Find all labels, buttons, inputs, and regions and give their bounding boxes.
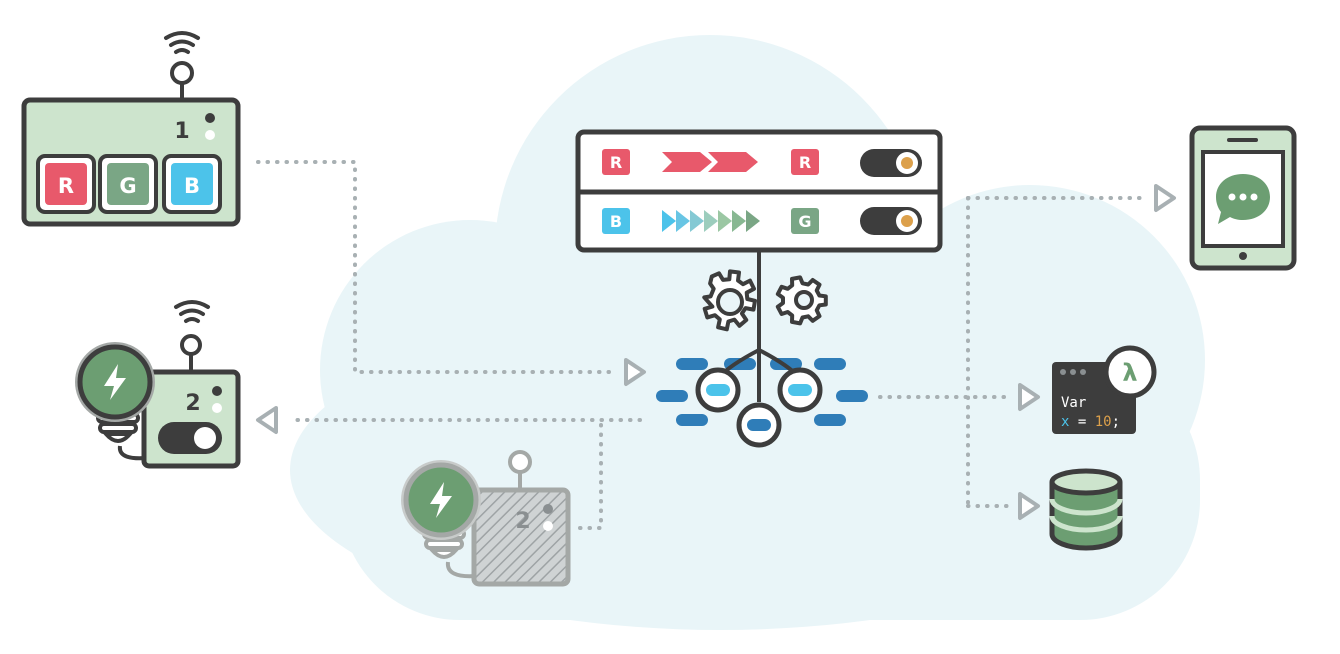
rule-target-label: G [798,212,811,231]
status-led [205,113,215,123]
arrow-right-icon [1018,383,1040,411]
light-bulb [75,342,155,443]
wifi-icon [174,300,210,323]
rule-source-badge [602,208,630,234]
connector-shadow-to-hub [578,418,603,530]
lightning-icon [104,364,126,400]
flow-arrows [662,210,760,232]
rgb-button-b[interactable]: B [162,154,222,214]
button-label: B [184,174,200,198]
status-led [543,521,553,531]
light-bulb [401,460,481,559]
toggle-switch[interactable] [158,422,222,454]
code-end: ; [1112,414,1120,430]
rule-target-badge [791,208,819,234]
status-led [543,504,553,514]
rule-toggle[interactable] [860,207,922,235]
hub-node [777,367,823,413]
device-2: 2 [75,300,241,469]
arrow-left-icon [256,406,278,434]
rgb-button-r[interactable]: R [36,154,96,214]
hub-node [695,367,741,413]
flow-arrows [662,152,758,172]
lamp-cord [117,445,147,461]
code-line-1: Var [1061,395,1086,411]
device-number: 1 [174,119,189,144]
rules-engine-panel: R R B [575,129,943,282]
rule-row-1: R R [602,149,922,177]
button-fill [45,163,87,205]
connector-device1-to-hub [256,160,620,374]
rule-source-badge [602,149,630,175]
connectors [256,160,1150,530]
code-var: x [1061,414,1069,430]
wifi-icon [164,31,200,54]
tablet-device[interactable] [1189,125,1297,271]
hub-node [736,402,782,448]
lambda-function: Var x = 10; λ [1052,345,1157,434]
lamp-cord [445,561,477,579]
button-label: R [58,174,74,198]
device-number: 2 [515,509,530,534]
rule-target-badge [791,149,819,175]
device-1: 1 R G B [21,31,241,227]
arrow-right-icon [1154,184,1176,212]
button-label: G [119,174,136,198]
database-icon [1049,468,1123,551]
arrowheads [256,184,1176,520]
rule-source-label: R [610,153,622,172]
rgb-button-g[interactable]: G [98,154,158,214]
code-value: 10 [1095,414,1112,430]
button-fill [107,163,149,205]
arrow-right-icon [624,358,646,386]
lightning-icon [430,482,452,518]
code-eq: = [1069,414,1094,430]
lambda-icon: λ [1103,345,1157,399]
rule-source-label: B [610,212,622,231]
device-number: 2 [185,391,200,416]
arrow-right-icon [1018,492,1040,520]
button-fill [171,163,213,205]
chat-bubble-icon [1216,174,1270,224]
status-led [212,403,222,413]
rule-target-label: R [799,153,811,172]
rule-row-2: B G [602,207,922,235]
message-broker-hub [656,282,868,448]
gear-icon [702,269,828,332]
status-led [212,386,222,396]
code-line-2: x = 10; [1061,414,1120,430]
lambda-symbol: λ [1122,359,1137,387]
rule-toggle[interactable] [860,149,922,177]
device-2-shadow: 2 [401,450,571,587]
status-led [205,130,215,140]
